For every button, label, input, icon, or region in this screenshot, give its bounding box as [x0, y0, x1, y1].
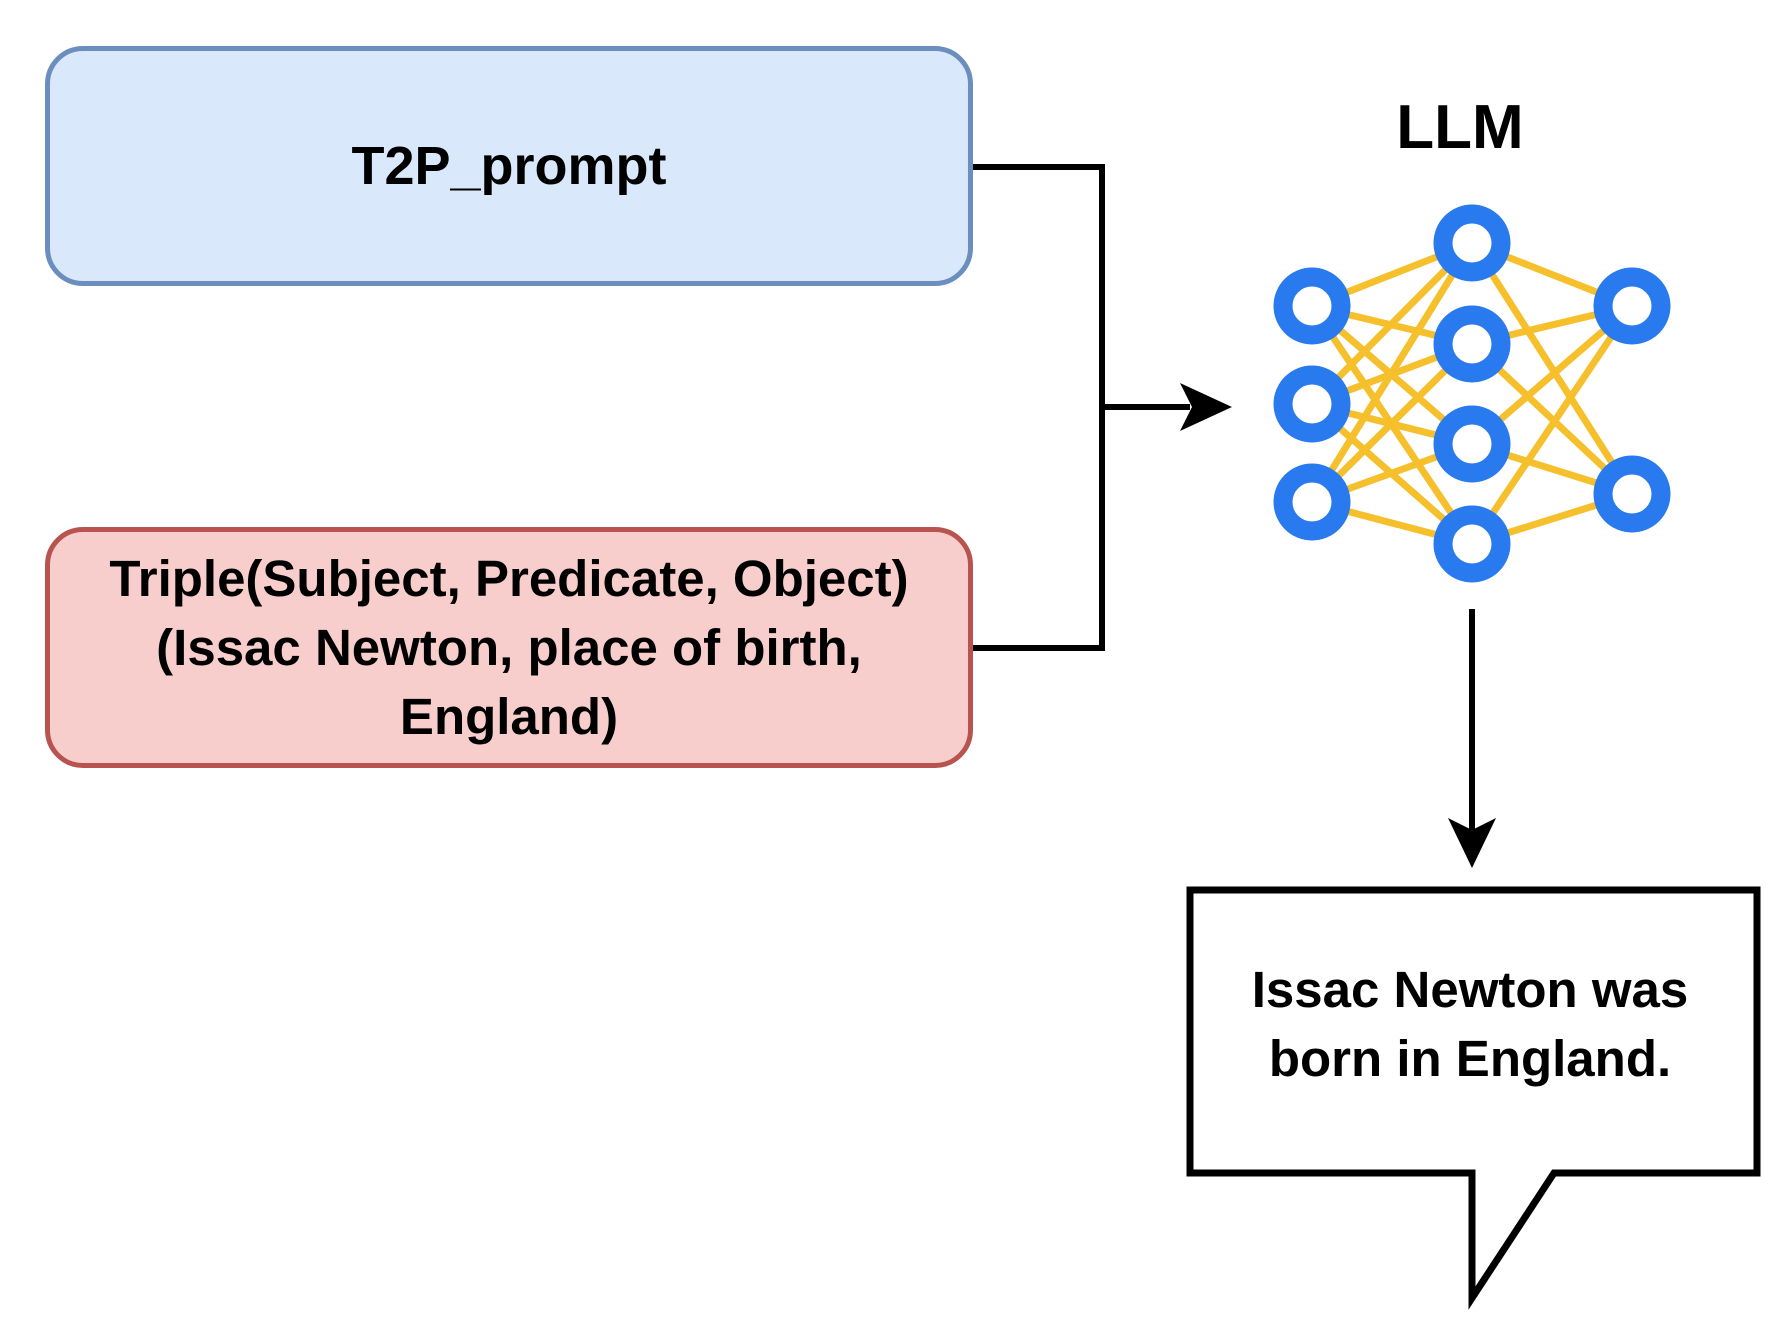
network-connection: [1469, 241, 1635, 496]
prompt-box: T2P_prompt: [45, 46, 973, 286]
network-connections: [1309, 239, 1635, 548]
triple-line-3: England): [399, 688, 619, 745]
network-connection: [1469, 304, 1635, 546]
neuron-icon: [1593, 267, 1671, 345]
output-text: Issac Newton was born in England.: [1200, 955, 1740, 1093]
input-connector: [973, 164, 1190, 651]
prompt-box-label: T2P_prompt: [351, 136, 667, 196]
network-neurons: [1273, 204, 1671, 583]
arrowhead-to-llm-icon: [1180, 383, 1232, 431]
arrowhead-to-output-icon: [1448, 818, 1496, 868]
connector-from-prompt: [973, 164, 1105, 407]
triple-text: Triple(Subject, Predicate, Object) (Issa…: [109, 544, 908, 751]
neuron-icon: [1273, 365, 1351, 443]
neuron-icon: [1273, 267, 1351, 345]
triple-box: Triple(Subject, Predicate, Object) (Issa…: [45, 527, 973, 768]
neuron-icon: [1433, 305, 1511, 383]
output-line-1: Issac Newton was: [1251, 961, 1689, 1018]
connector-from-triple: [973, 407, 1105, 651]
speech-bubble-icon: [1186, 886, 1761, 1310]
neuron-icon: [1433, 505, 1511, 583]
triple-line-1: Triple(Subject, Predicate, Object): [109, 550, 909, 607]
llm-title: LLM: [1396, 93, 1524, 162]
neuron-icon: [1433, 405, 1511, 483]
triple-line-2: (Issac Newton, place of birth,: [156, 619, 862, 676]
neuron-icon: [1593, 455, 1671, 533]
neuron-icon: [1273, 463, 1351, 541]
network-connection: [1309, 241, 1475, 504]
output-line-2: born in England.: [1268, 1030, 1672, 1087]
neuron-icon: [1433, 204, 1511, 282]
